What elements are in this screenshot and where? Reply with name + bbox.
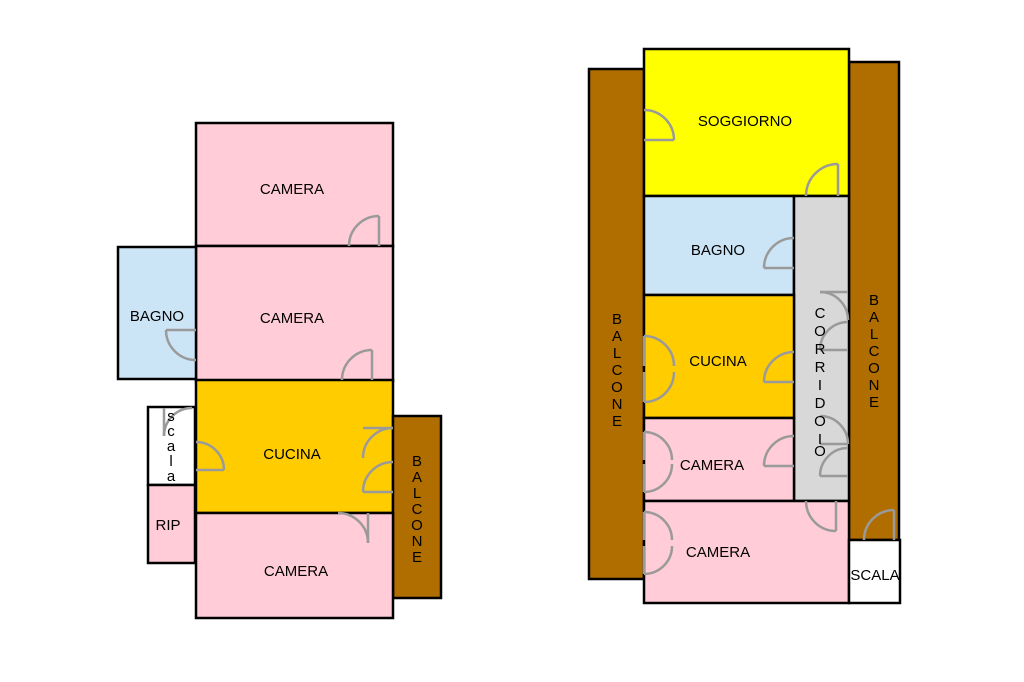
room-rip [146, 483, 197, 565]
door-camera-1-corridoio [762, 434, 795, 468]
door-camera-2-corridoio [804, 500, 838, 533]
door-camera-2-balcone-b [642, 545, 674, 576]
label-soggiorno: SOGGIORNO [698, 113, 792, 130]
label-balcone-char: O [868, 360, 880, 377]
label-scala-left-char: a [167, 438, 176, 455]
door-corridoio-balcone-3 [819, 414, 850, 446]
label-rip: RIP [155, 517, 180, 534]
label-corridoio-char: I [818, 431, 822, 448]
label-camera-top: CAMERA [260, 181, 324, 198]
label-corridoio-char: O [814, 413, 826, 430]
door-scala-right [862, 508, 896, 541]
door-camera-top [347, 214, 381, 247]
label-cucina-left: CUCINA [263, 446, 321, 463]
room-scala-right [847, 538, 902, 605]
room-soggiorno [642, 47, 851, 198]
label-balcone-char: A [412, 469, 422, 486]
door-cucina-scala [195, 440, 226, 472]
label-scala-left-char: l [169, 453, 172, 470]
door-cucina-balcone-lower [361, 460, 394, 494]
room-cucina-left [194, 378, 395, 515]
label-balcone-right-plan-left: B A L C O N E [611, 311, 623, 430]
door-cucina-corridoio [762, 350, 795, 384]
label-corridoio-char: C [815, 305, 826, 322]
label-corridoio-char: O [814, 443, 826, 460]
label-bagno-right: BAGNO [691, 242, 745, 259]
room-bagno-right [642, 194, 796, 297]
label-scala-left: s c a l a [167, 408, 176, 485]
door-bagno-left [164, 328, 197, 362]
label-camera-bottom: CAMERA [264, 563, 328, 580]
label-corridoio-char: I [818, 377, 822, 394]
label-balcone-char: B [412, 453, 422, 470]
label-balcone-left-plan: B A L C O N E [411, 453, 423, 566]
left-floor-plan: CAMERA BAGNO CAMERA CUCINA RIP CAMERA s … [116, 121, 443, 620]
label-balcone-char: C [612, 362, 623, 379]
door-cucina-balcone-right-2 [642, 371, 676, 404]
label-scala-left-char: a [167, 468, 176, 485]
door-camera-2-balcone-a [642, 510, 674, 541]
label-corridoio-char: R [815, 341, 826, 358]
room-camera-top [194, 121, 395, 248]
balcone-right-plan-right [847, 60, 901, 542]
label-balcone-char: A [612, 328, 622, 345]
label-balcone-char: N [869, 377, 880, 394]
door-scala-left [162, 406, 193, 437]
label-balcone-char: N [612, 396, 623, 413]
label-corridoio-char: O [814, 323, 826, 340]
label-balcone-char: E [412, 549, 422, 566]
label-balcone-char: C [412, 501, 423, 518]
label-corridoio-char: R [815, 359, 826, 376]
label-camera-right-1: CAMERA [680, 457, 744, 474]
label-balcone-char: O [411, 517, 423, 534]
door-cucina-balcone-upper [361, 426, 394, 459]
door-camera-1-balcone-a [642, 430, 674, 461]
door-camera-middle [340, 348, 374, 381]
label-corridoio: C O R R I D O I O [814, 305, 826, 460]
label-scala-left-char: c [167, 423, 175, 440]
label-balcone-char: O [611, 379, 623, 396]
label-balcone-char: N [412, 533, 423, 550]
room-camera-bottom [194, 511, 395, 620]
door-soggiorno-balcone [643, 108, 676, 142]
label-balcone-char: L [613, 345, 621, 362]
label-balcone-char: A [869, 309, 879, 326]
door-corridoio-balcone-1 [819, 290, 850, 321]
label-balcone-char: E [612, 413, 622, 430]
room-camera-right-1 [642, 416, 796, 503]
right-floor-plan: SOGGIORNO BAGNO CUCINA CAMERA CAMERA SCA… [587, 47, 902, 605]
door-soggiorno-corridoio [804, 162, 840, 197]
label-balcone-char: L [413, 485, 421, 502]
label-corridoio-char: D [815, 395, 826, 412]
label-balcone-char: E [869, 394, 879, 411]
room-camera-right-2 [642, 499, 851, 605]
label-balcone-char: C [869, 343, 880, 360]
label-balcone-char: B [612, 311, 622, 328]
door-corridoio-balcone-4 [818, 446, 849, 478]
balcone-right-plan-left [587, 67, 646, 581]
door-cucina-balcone-right-1 [642, 334, 676, 367]
door-camera-bottom [337, 511, 370, 544]
door-bagno-right [762, 236, 795, 270]
door-corridoio-balcone-2 [818, 320, 849, 352]
label-camera-middle: CAMERA [260, 310, 324, 327]
room-camera-middle [194, 244, 395, 383]
label-camera-right-2: CAMERA [686, 544, 750, 561]
label-bagno-left: BAGNO [130, 308, 184, 325]
label-balcone-char: B [869, 292, 879, 309]
balcone-left-plan [391, 414, 443, 600]
door-camera-1-balcone-b [642, 463, 674, 494]
label-balcone-char: L [870, 326, 878, 343]
label-cucina-right: CUCINA [689, 353, 747, 370]
label-scala-left-char: s [167, 408, 175, 425]
label-balcone-right-plan-right: B A L C O N E [868, 292, 880, 411]
label-scala-right: SCALA [850, 567, 899, 584]
